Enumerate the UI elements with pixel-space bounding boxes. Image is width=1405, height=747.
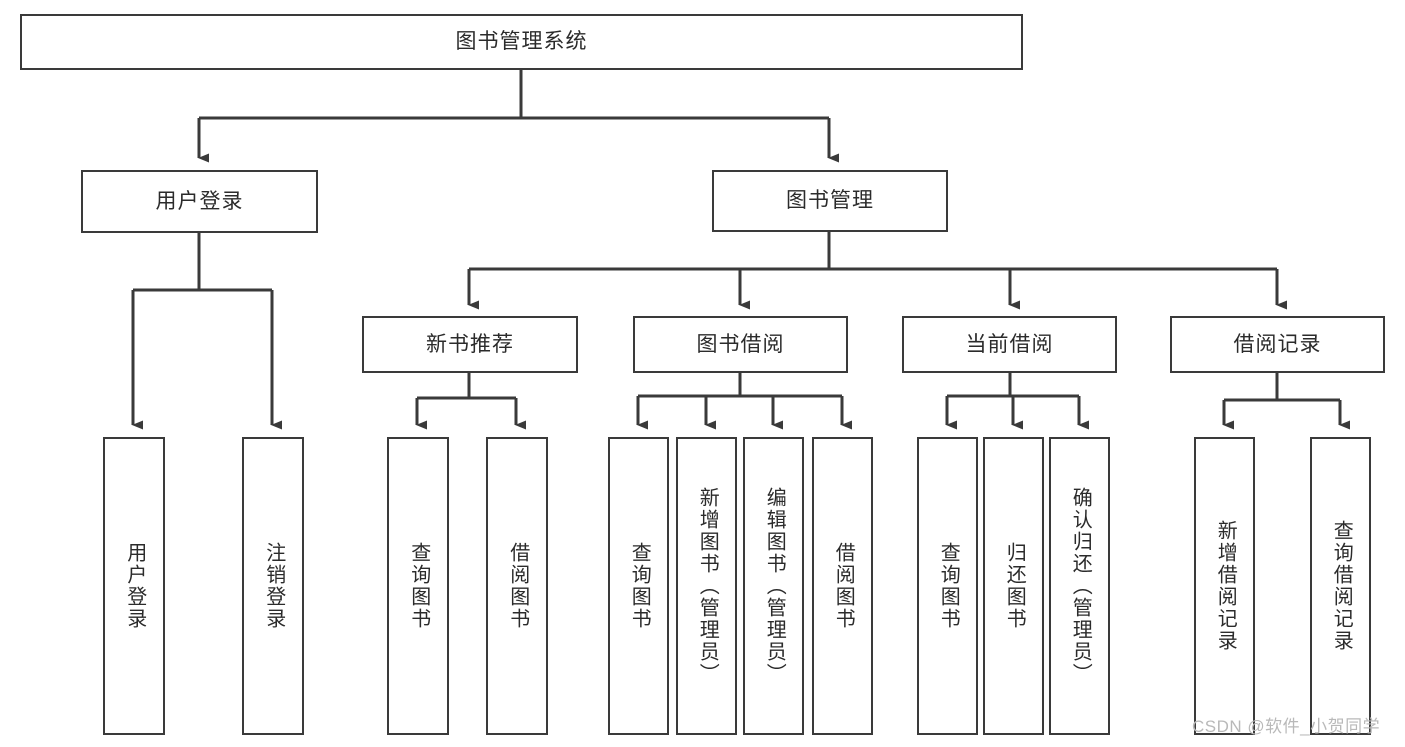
leaf-cb-query-book-label: 查询图书 <box>937 542 960 630</box>
leaf-bb-query-book-label: 查询图书 <box>628 542 651 630</box>
leaf-nb-query-book-label: 查询图书 <box>407 542 430 630</box>
leaf-bb-edit-book-label: 编辑图书（管理员） <box>763 487 786 685</box>
node-new-book-recommend-label: 新书推荐 <box>426 332 514 356</box>
leaf-cb-return-book-label: 归还图书 <box>1003 542 1026 630</box>
leaf-logout-label: 注销登录 <box>262 542 285 630</box>
node-book-management-label: 图书管理 <box>786 189 874 213</box>
leaf-logout[interactable]: 注销登录 <box>242 437 304 735</box>
node-book-management[interactable]: 图书管理 <box>712 170 948 232</box>
leaf-user-login-label: 用户登录 <box>123 542 146 630</box>
leaf-bb-borrow-book[interactable]: 借阅图书 <box>812 437 873 735</box>
leaf-user-login[interactable]: 用户登录 <box>103 437 165 735</box>
leaf-bb-add-book[interactable]: 新增图书（管理员） <box>676 437 737 735</box>
node-root-system-label: 图书管理系统 <box>455 30 588 54</box>
node-root-system[interactable]: 图书管理系统 <box>20 14 1023 70</box>
leaf-bb-query-book[interactable]: 查询图书 <box>608 437 669 735</box>
leaf-nb-borrow-book[interactable]: 借阅图书 <box>486 437 548 735</box>
leaf-bb-add-book-label: 新增图书（管理员） <box>696 487 719 685</box>
node-borrow-record[interactable]: 借阅记录 <box>1170 316 1385 373</box>
node-current-borrow[interactable]: 当前借阅 <box>902 316 1117 373</box>
node-book-borrow[interactable]: 图书借阅 <box>633 316 848 373</box>
node-book-borrow-label: 图书借阅 <box>696 332 785 356</box>
leaf-cb-return-book[interactable]: 归还图书 <box>983 437 1044 735</box>
leaf-br-query-record[interactable]: 查询借阅记录 <box>1310 437 1371 735</box>
node-user-login[interactable]: 用户登录 <box>81 170 318 233</box>
leaf-bb-borrow-book-label: 借阅图书 <box>832 542 855 630</box>
node-borrow-record-label: 借阅记录 <box>1233 332 1322 356</box>
leaf-cb-query-book[interactable]: 查询图书 <box>917 437 978 735</box>
leaf-nb-query-book[interactable]: 查询图书 <box>387 437 449 735</box>
leaf-bb-edit-book[interactable]: 编辑图书（管理员） <box>743 437 804 735</box>
node-current-borrow-label: 当前借阅 <box>965 332 1054 356</box>
leaf-br-add-record-label: 新增借阅记录 <box>1214 520 1237 652</box>
leaf-nb-borrow-book-label: 借阅图书 <box>506 542 529 630</box>
leaf-br-query-record-label: 查询借阅记录 <box>1330 520 1353 652</box>
node-new-book-recommend[interactable]: 新书推荐 <box>362 316 578 373</box>
leaf-cb-confirm-return[interactable]: 确认归还（管理员） <box>1049 437 1110 735</box>
node-user-login-label: 用户登录 <box>155 189 244 213</box>
leaf-cb-confirm-return-label: 确认归还（管理员） <box>1069 487 1092 685</box>
leaf-br-add-record[interactable]: 新增借阅记录 <box>1194 437 1255 735</box>
